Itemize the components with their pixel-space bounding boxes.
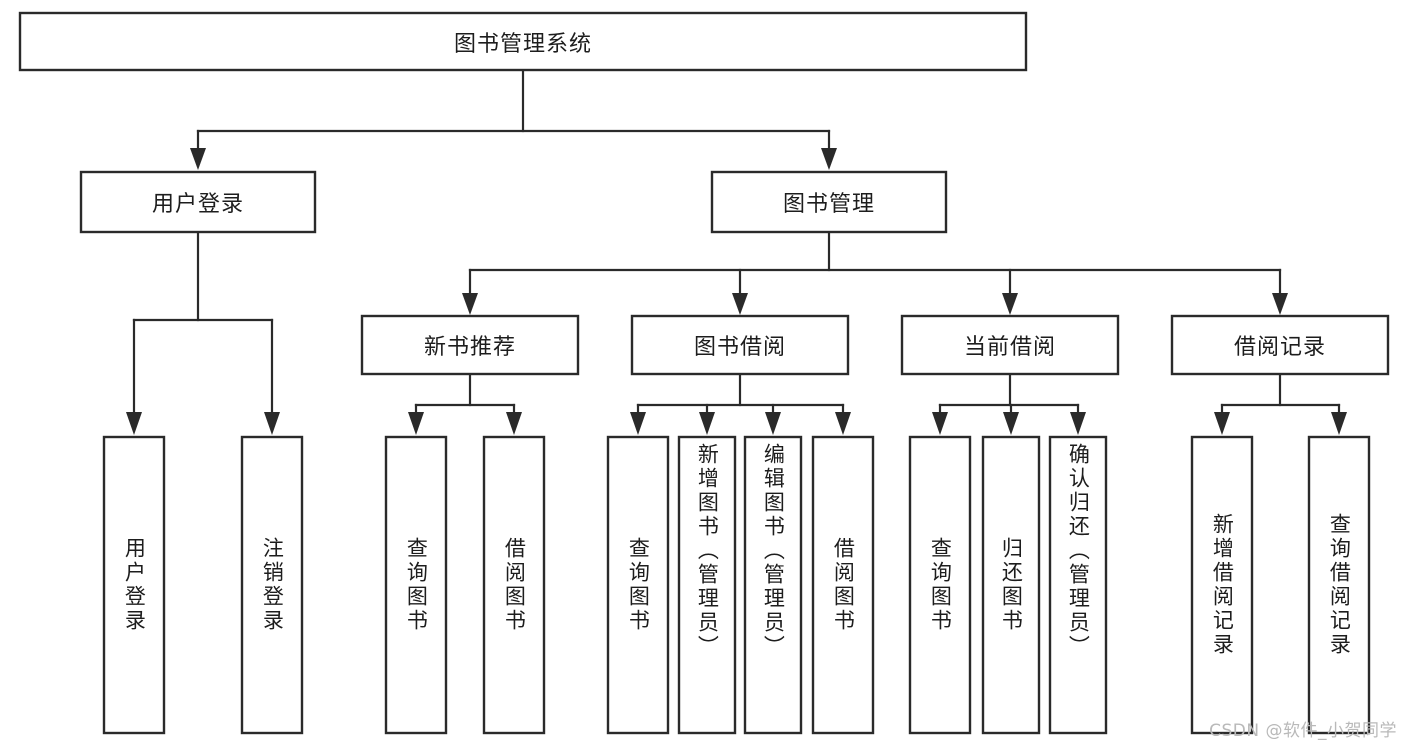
arrowhead-leaf-query-book-rec (408, 412, 424, 435)
node-leaf-query-book-rec[interactable] (384, 435, 448, 735)
node-leaf-edit-book-admin[interactable] (743, 435, 803, 735)
arrowhead-borrow-record (1272, 293, 1288, 315)
arrowhead-leaf-add-borrow-record (1214, 412, 1230, 435)
node-leaf-add-borrow-record[interactable] (1190, 435, 1254, 735)
arrowhead-leaf-logout (264, 412, 280, 435)
connector-group-user-login (126, 230, 280, 435)
node-leaf-confirm-return-admin[interactable] (1048, 435, 1108, 735)
node-new-book-rec[interactable] (360, 314, 580, 376)
arrowhead-leaf-confirm-return-admin (1070, 412, 1086, 435)
node-leaf-logout[interactable] (240, 435, 304, 735)
node-borrow-record[interactable] (1170, 314, 1390, 376)
arrowhead-leaf-query-book-borrow (630, 412, 646, 435)
arrowhead-leaf-return-book (1003, 412, 1019, 435)
arrowhead-leaf-user-login (126, 412, 142, 435)
arrowhead-book-manage (821, 148, 837, 170)
connector-group-new-book-rec (408, 372, 522, 435)
arrowhead-book-borrow (732, 293, 748, 315)
connector-group-root (190, 68, 837, 170)
node-leaf-borrow-book[interactable] (811, 435, 875, 735)
arrowhead-leaf-borrow-book (835, 412, 851, 435)
arrowhead-current-borrow (1002, 293, 1018, 315)
node-root[interactable] (18, 11, 1028, 72)
connector-group-book-borrow (630, 372, 851, 435)
connector-group-book-manage (462, 230, 1288, 315)
node-leaf-user-login[interactable] (102, 435, 166, 735)
connector-group-borrow-record (1214, 372, 1347, 435)
node-leaf-query-book-current[interactable] (908, 435, 972, 735)
arrowhead-leaf-query-book-current (932, 412, 948, 435)
node-book-manage[interactable] (710, 170, 948, 234)
arrowhead-new-book-rec (462, 293, 478, 315)
node-leaf-query-book-borrow[interactable] (606, 435, 670, 735)
node-leaf-return-book[interactable] (981, 435, 1041, 735)
arrowhead-leaf-edit-book-admin (765, 412, 781, 435)
node-leaf-borrow-book-rec[interactable] (482, 435, 546, 735)
node-current-borrow[interactable] (900, 314, 1120, 376)
arrowhead-user-login (190, 148, 206, 170)
arrowhead-leaf-add-book-admin (699, 412, 715, 435)
node-book-borrow[interactable] (630, 314, 850, 376)
arrowhead-leaf-query-borrow-record (1331, 412, 1347, 435)
node-leaf-query-borrow-record[interactable] (1307, 435, 1371, 735)
node-user-login[interactable] (79, 170, 317, 234)
arrowhead-leaf-borrow-book-rec (506, 412, 522, 435)
node-leaf-add-book-admin[interactable] (677, 435, 737, 735)
connector-group-current-borrow (932, 372, 1086, 435)
